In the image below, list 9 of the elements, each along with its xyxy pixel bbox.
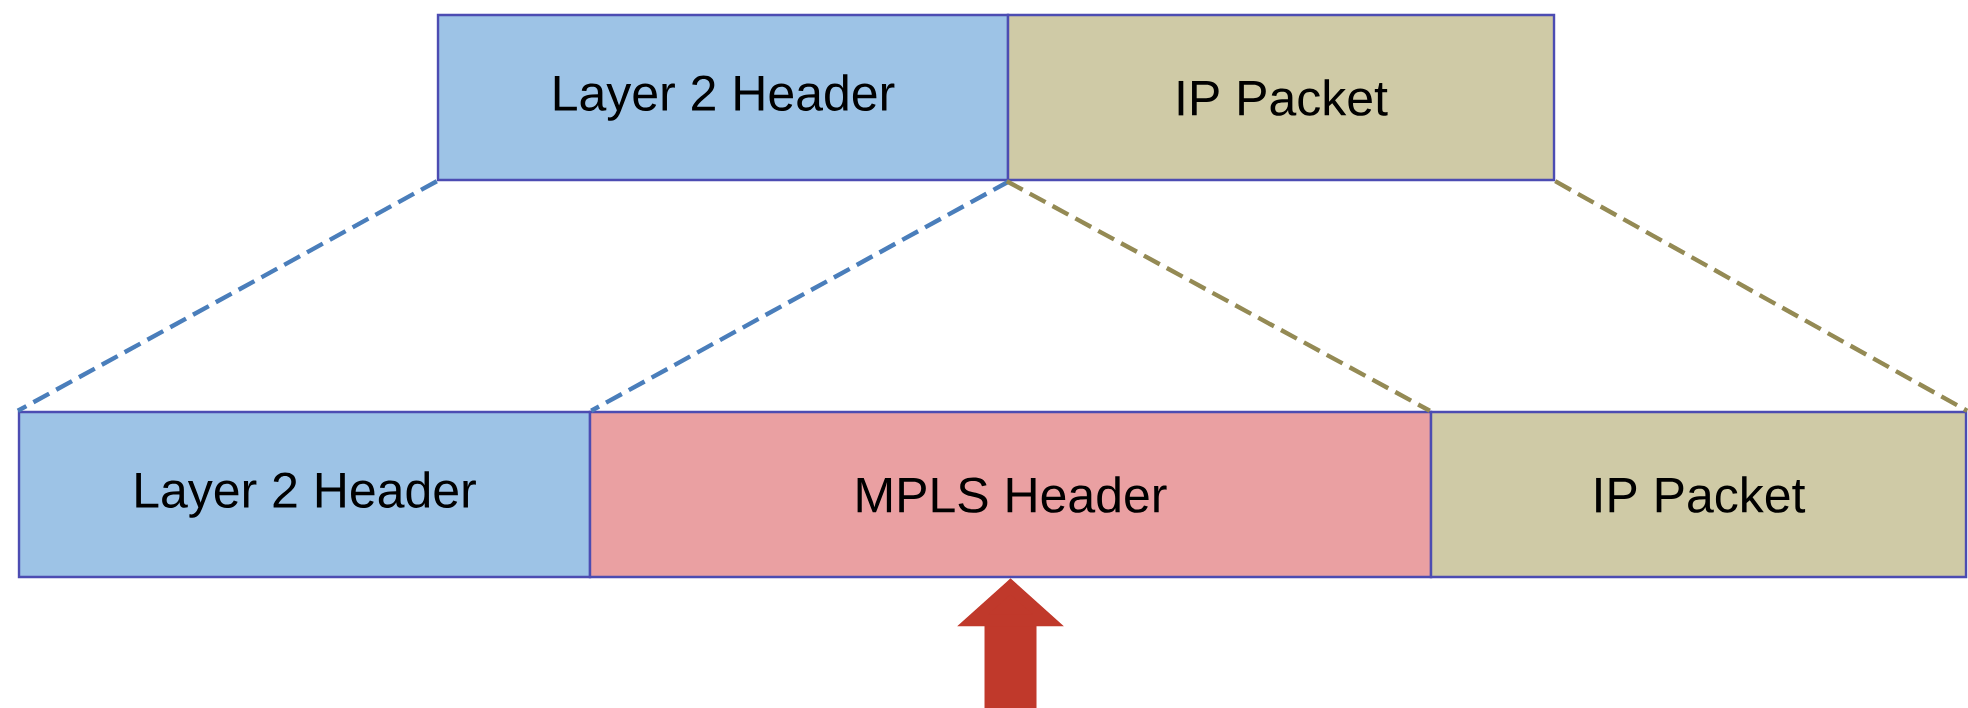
header-box: Layer 2 Header xyxy=(17,410,592,579)
dashed-line xyxy=(1005,179,1431,413)
header-box: IP Packet xyxy=(1429,410,1968,579)
dashed-line xyxy=(16,179,438,413)
dashed-line xyxy=(590,179,1011,413)
header-box: Layer 2 Header xyxy=(436,13,1010,182)
header-box: MPLS Header xyxy=(588,410,1433,579)
dashed-line xyxy=(1554,179,1968,413)
header-box: IP Packet xyxy=(1006,13,1556,182)
